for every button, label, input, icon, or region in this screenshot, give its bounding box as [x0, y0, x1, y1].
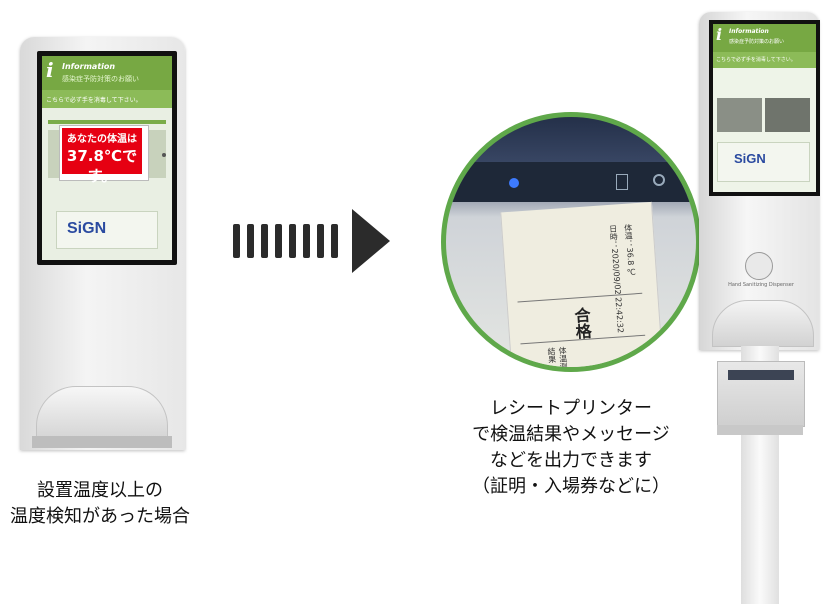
dispenser-label: Hand Sanitizing Dispenser: [728, 282, 794, 288]
power-button-icon: [653, 174, 665, 186]
popup-temperature: 37.8℃です。: [66, 147, 138, 185]
hand-dispenser-icon: [745, 252, 773, 280]
arrow-dash: [233, 224, 240, 258]
logo-text: SiGN: [67, 220, 107, 237]
arrow-dash: [317, 224, 324, 258]
screen-header: i Information 感染症予防対策のお願い: [713, 24, 816, 52]
logo-text: SiGN: [734, 151, 766, 166]
printer-slot: [728, 370, 794, 380]
screen-title: Information: [729, 28, 769, 35]
printer-mount: [717, 425, 803, 435]
sensor-icon: [162, 153, 166, 157]
arrow-right-icon: [352, 209, 390, 273]
receipt-temperature: 体温：36.8 ℃: [623, 223, 637, 278]
left-caption-line1: 設置温度以上の: [37, 480, 163, 501]
screen-subtitle: 感染症予防対策のお願い: [62, 75, 139, 83]
power-led-icon: [509, 178, 519, 188]
arrow-dash: [331, 224, 338, 258]
receipt-stamp: 合格: [571, 306, 593, 340]
screen-photo: [717, 98, 762, 132]
screen-divider: [48, 120, 166, 124]
receipt-header: 体温測定結果: [546, 346, 569, 372]
screen-band-text: こちらで必ず手を消毒して下さい。: [716, 57, 796, 63]
screen-band: こちらで必ず手を消毒して下さい。: [713, 52, 816, 68]
right-dispenser-tray: [712, 300, 814, 347]
screen-logo: SiGN: [717, 142, 810, 182]
paper-icon: [616, 174, 628, 190]
popup-line1: あなたの体温は: [67, 134, 137, 145]
screen-band: こちらで必ず手を消毒して下さい。: [42, 90, 172, 108]
right-caption: レシートプリンター で検温結果やメッセージ などを出力できます （証明・入場券な…: [455, 396, 687, 500]
printer-zoom-circle: 体温：36.8 ℃ 日時：2020/09/02 22:42:32 合格 体温測定…: [441, 112, 701, 372]
printer-panel: [446, 162, 696, 202]
receipt-paper: 体温：36.8 ℃ 日時：2020/09/02 22:42:32 合格 体温測定…: [500, 201, 664, 372]
receipt-printer: [717, 361, 805, 427]
screen-band-text: こちらで必ず手を消毒して下さい。: [46, 97, 142, 104]
right-kiosk-screen: i Information 感染症予防対策のお願い こちらで必ず手を消毒して下さ…: [709, 20, 820, 196]
screen-photo: [765, 98, 810, 132]
temperature-popup: あなたの体温は 37.8℃です。: [62, 128, 142, 185]
left-caption: 設置温度以上の 温度検知があった場合: [0, 478, 200, 530]
arrow-dash: [261, 224, 268, 258]
info-icon: i: [46, 58, 54, 82]
right-caption-line1: レシートプリンター: [490, 398, 652, 419]
screen-subtitle: 感染症予防対策のお願い: [729, 39, 785, 45]
right-caption-line4: （証明・入場券などに）: [472, 476, 670, 497]
left-kiosk-base: [32, 436, 172, 448]
left-caption-line2: 温度検知があった場合: [10, 506, 190, 527]
right-caption-line2: で検温結果やメッセージ: [472, 424, 670, 445]
info-icon: i: [716, 25, 723, 44]
arrow-dash: [289, 224, 296, 258]
screen-header: i Information 感染症予防対策のお願い: [42, 56, 172, 90]
arrow-dash: [303, 224, 310, 258]
arrow-dash: [275, 224, 282, 258]
screen-title: Information: [62, 62, 116, 71]
arrow-dash: [247, 224, 254, 258]
screen-logo: SiGN: [56, 211, 158, 249]
right-caption-line3: などを出力できます: [490, 450, 652, 471]
